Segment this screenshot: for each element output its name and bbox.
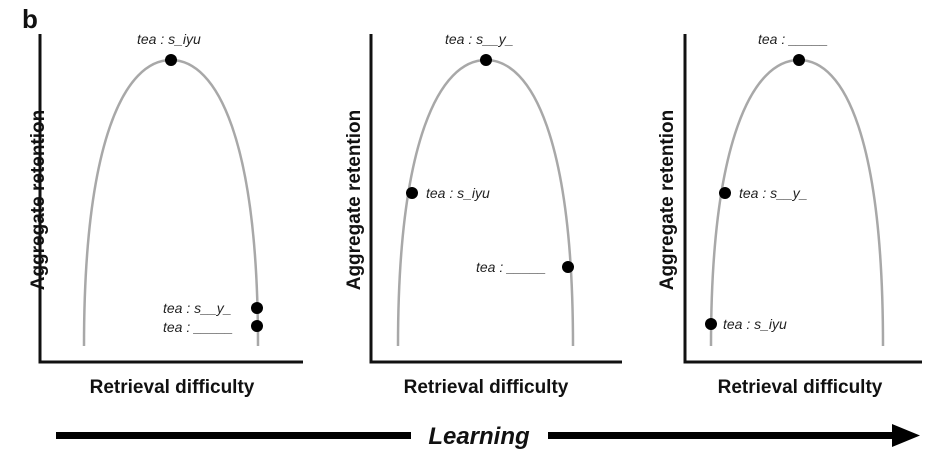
panel-1-point-2 <box>251 302 263 314</box>
panel-3-point-2-label: tea : s__y_ <box>739 185 808 201</box>
panel-2-y-axis-label: Aggregate retention <box>344 110 365 291</box>
arrow-head-icon <box>892 424 920 447</box>
panel-3-y-axis-label: Aggregate retention <box>657 110 678 291</box>
panel-1-point-1-label: tea : s_iyu <box>137 31 201 47</box>
panel-2: Aggregate retention Retrieval difficulty… <box>344 31 622 398</box>
panel-2-point-2-label: tea : s_iyu <box>426 185 490 201</box>
panel-3-retention-curve <box>709 58 885 347</box>
panel-3-x-axis-label: Retrieval difficulty <box>718 377 883 398</box>
panel-3-point-3 <box>705 318 717 330</box>
learning-arrow: Learning <box>56 423 920 450</box>
panel-3-point-1 <box>793 54 805 66</box>
panel-2-point-1 <box>480 54 492 66</box>
panel-1-point-1 <box>165 54 177 66</box>
panel-3-point-3-label: tea : s_iyu <box>723 316 787 332</box>
panel-3-point-1-label: tea : _____ <box>758 31 828 47</box>
panel-1-x-axis-label: Retrieval difficulty <box>90 377 255 398</box>
panel-2-point-3-label: tea : _____ <box>476 259 546 275</box>
panel-2-x-axis-label: Retrieval difficulty <box>404 377 569 398</box>
learning-arrow-shaft-right <box>548 432 894 439</box>
panel-1: Aggregate retention Retrieval difficulty… <box>28 31 303 398</box>
panel-1-point-3-label: tea : _____ <box>163 319 233 335</box>
learning-label: Learning <box>428 423 530 450</box>
panel-3: Aggregate retention Retrieval difficulty… <box>657 31 922 398</box>
panel-letter: b <box>22 4 38 34</box>
panel-2-point-2 <box>406 187 418 199</box>
learning-arrow-shaft-left <box>56 432 411 439</box>
panel-1-point-2-label: tea : s__y_ <box>163 300 232 316</box>
panel-1-point-3 <box>251 320 263 332</box>
panel-2-point-1-label: tea : s__y_ <box>445 31 514 47</box>
panel-2-retention-curve <box>396 58 575 347</box>
panel-2-point-3 <box>562 261 574 273</box>
panel-1-y-axis-label: Aggregate retention <box>28 110 49 291</box>
panel-3-point-2 <box>719 187 731 199</box>
